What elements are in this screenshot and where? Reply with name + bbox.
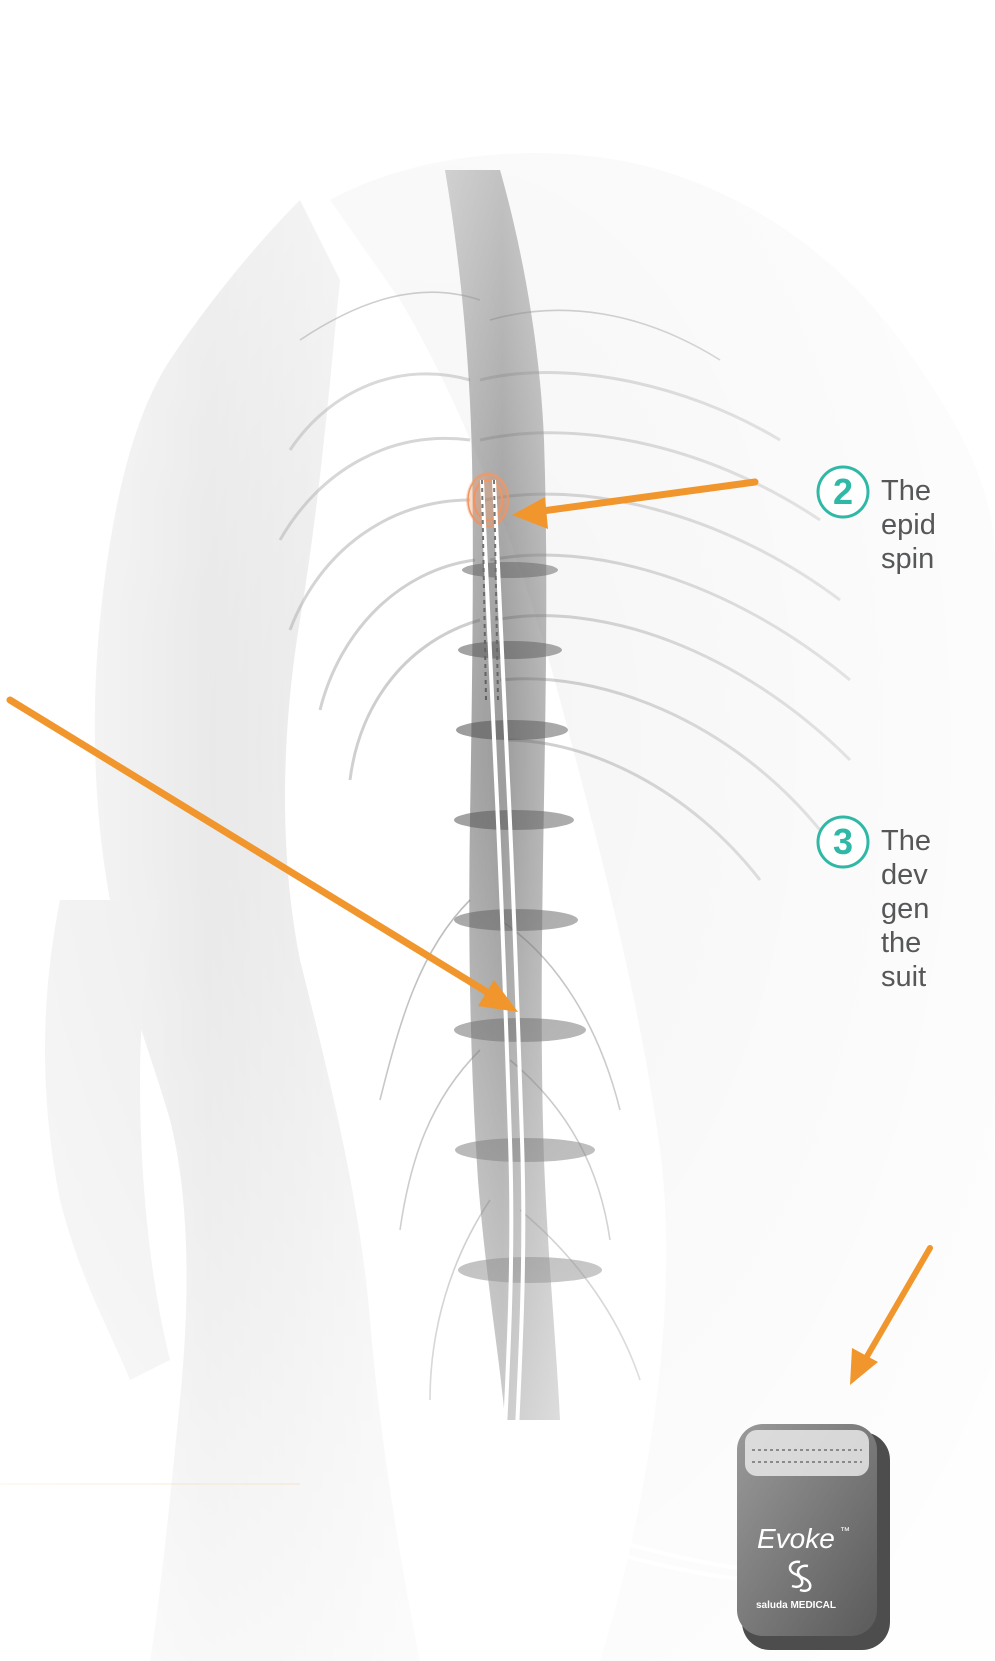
step-text-line: epid: [881, 508, 936, 542]
step-description: The epid spin: [881, 474, 936, 576]
step-number: 3: [833, 821, 853, 862]
step-text-line: suit: [881, 960, 931, 994]
step-text-line: dev: [881, 858, 931, 892]
step-text-line: the: [881, 926, 931, 960]
step-callout-3: 3 The dev gen the suit: [815, 814, 931, 994]
step-callout-2: 2 The epid spin: [815, 464, 936, 576]
step-text-line: The: [881, 474, 936, 508]
circled-number-icon: 3: [815, 814, 871, 870]
device-maker: saluda MEDICAL: [756, 1600, 836, 1611]
device-trademark: ™: [840, 1526, 850, 1537]
step-description: The dev gen the suit: [881, 824, 931, 994]
circled-number-icon: 2: [815, 464, 871, 520]
step-number: 2: [833, 471, 853, 512]
device-brand: Evoke: [757, 1523, 835, 1554]
step-text-line: The: [881, 824, 931, 858]
step-text-line: spin: [881, 542, 936, 576]
step-text-line: gen: [881, 892, 931, 926]
implant-device: Evoke ™ saluda MEDICAL: [737, 1424, 890, 1650]
